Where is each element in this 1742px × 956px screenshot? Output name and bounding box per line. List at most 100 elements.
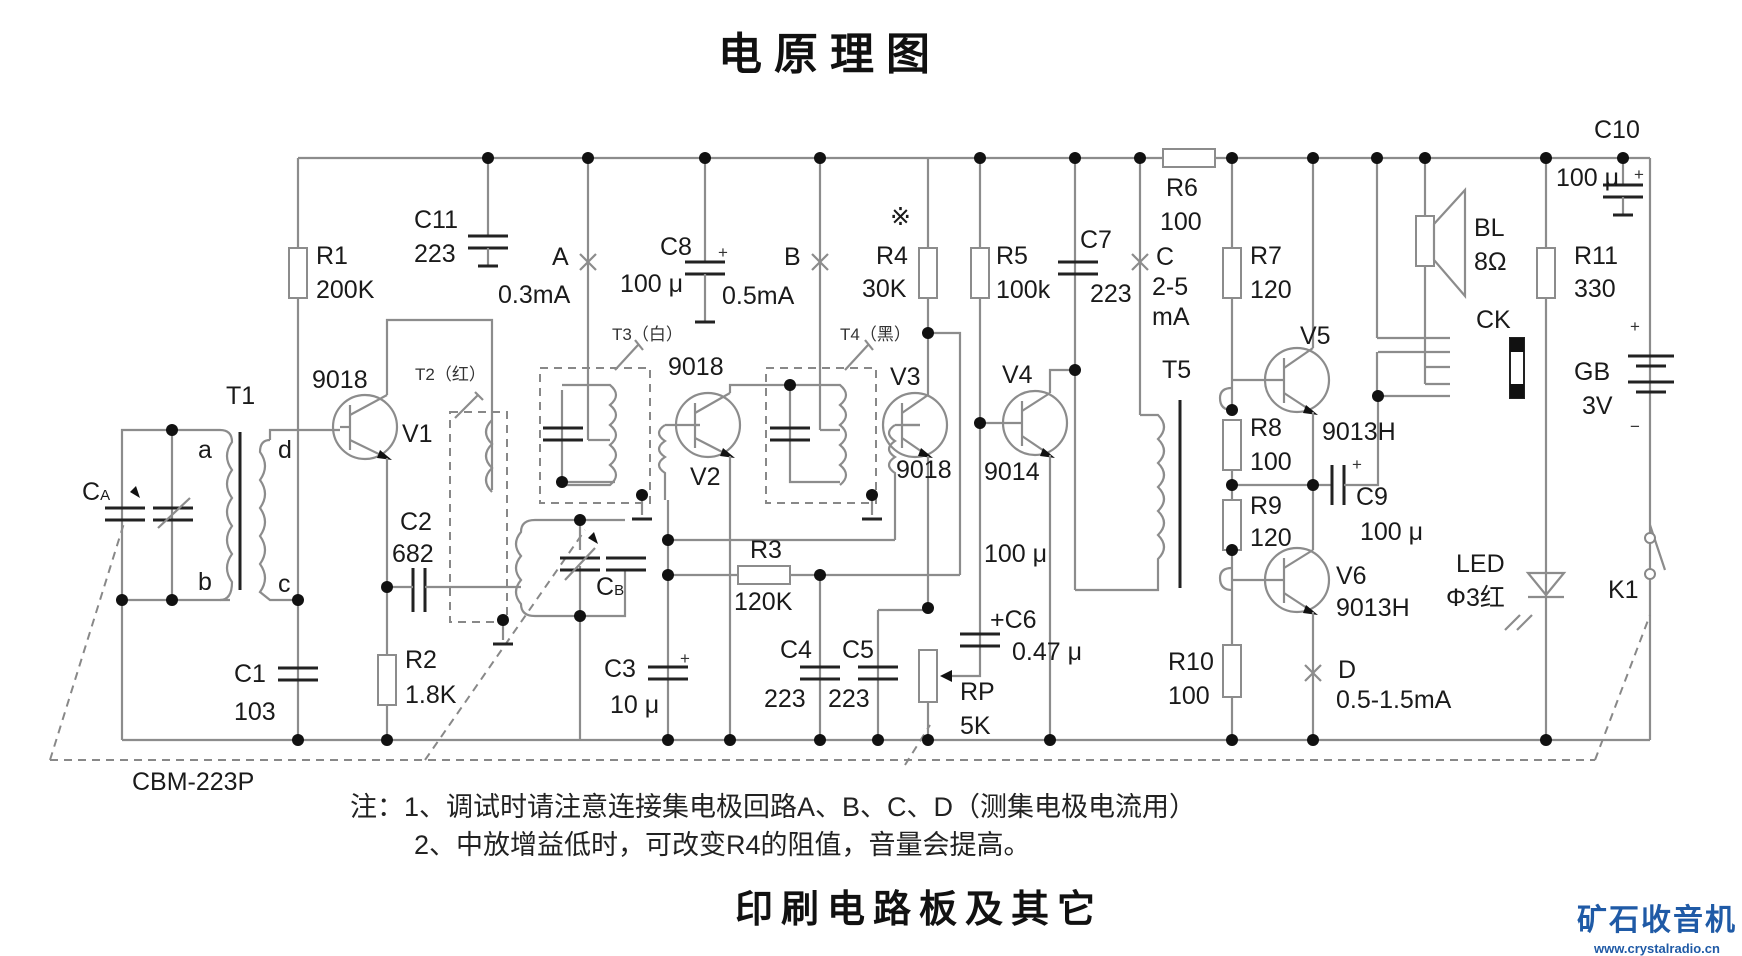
junction-dot: [974, 152, 986, 164]
v3-type: 9018: [896, 456, 952, 484]
notes: 注：1、调试时请注意连接集电极回路A、B、C、D（测集电极电流用） 2、中放增益…: [350, 788, 1196, 864]
junction-dot: [1069, 364, 1081, 376]
cb-label: CB: [596, 573, 624, 601]
r6-ref: R6: [1166, 174, 1198, 202]
c7-value: 223: [1090, 280, 1132, 308]
junction-dot: [1226, 152, 1238, 164]
resistor-r6: [1162, 148, 1216, 168]
r2-ref: R2: [405, 646, 437, 674]
r8-value: 100: [1250, 448, 1292, 476]
t1-tap-c: c: [278, 570, 291, 598]
if-stage-2: [765, 158, 920, 540]
test-point-a-label: A: [552, 243, 569, 271]
junction-dot: [1069, 152, 1081, 164]
gb-plus: +: [1630, 317, 1640, 336]
c3-plus: +: [680, 649, 690, 668]
c7-ref: C7: [1080, 226, 1112, 254]
c10-ref: C10: [1594, 116, 1640, 144]
transistor-v3: [878, 158, 982, 740]
bl-ref: BL: [1474, 214, 1505, 242]
c2-ref: C2: [400, 508, 432, 536]
v4-ref: V4: [1002, 361, 1033, 389]
junction-dot: [166, 424, 178, 436]
c1-value: 103: [234, 698, 276, 726]
transistor-v4: [960, 158, 1075, 740]
transistor-v2: [674, 383, 790, 740]
gb-value: 3V: [1582, 392, 1613, 420]
c10-value: 100 μ: [1556, 164, 1619, 192]
junction-dot: [1540, 152, 1552, 164]
r6-value: 100: [1160, 208, 1202, 236]
v6-ref: V6: [1336, 562, 1367, 590]
junction-dot: [866, 489, 878, 501]
pcb-section-title: 印刷电路板及其它: [735, 886, 1104, 931]
r5-value: 100k: [996, 276, 1051, 304]
junction-dot: [662, 734, 674, 746]
junction-dot: [662, 534, 674, 546]
junction-dot: [784, 379, 796, 391]
junction-dot: [574, 610, 586, 622]
junction-dot: [1226, 479, 1238, 491]
t5-label: T5: [1162, 356, 1191, 384]
junction-dot: [1419, 152, 1431, 164]
ck-label: CK: [1476, 306, 1511, 334]
test-point-a-current: 0.3mA: [498, 281, 571, 309]
junction-dot: [497, 614, 509, 626]
junction-dot: [699, 152, 711, 164]
r2-value: 1.8K: [405, 681, 457, 709]
capacitor-c11: [468, 158, 508, 268]
junction-dot: [814, 734, 826, 746]
c6-ref: +C6: [990, 606, 1037, 634]
v1-type: 9018: [312, 366, 368, 394]
v2-type: 9018: [668, 353, 724, 381]
led-ref: LED: [1456, 550, 1505, 578]
r1-c1-branch: [278, 158, 318, 740]
gb-ref: GB: [1574, 358, 1610, 386]
v2-ref: V2: [690, 463, 721, 491]
junction-dot: [1226, 404, 1238, 416]
logo-url[interactable]: www.crystalradio.cn: [1594, 941, 1720, 956]
v4-type: 9014: [984, 458, 1040, 486]
site-logo[interactable]: 矿石收音机 www.crystalradio.cn: [1577, 895, 1737, 956]
r1-ref: R1: [316, 242, 348, 270]
junction-dot: [292, 734, 304, 746]
c8-ref: C8: [660, 233, 692, 261]
c3-ref: C3: [604, 655, 636, 683]
junction-dot: [1307, 734, 1319, 746]
push-pull-output: [1222, 158, 1380, 740]
r4-value: 30K: [862, 275, 907, 303]
junction-dot: [1307, 479, 1319, 491]
junction-dot: [922, 734, 934, 746]
t1-label: T1: [226, 382, 255, 410]
r11-ref: R11: [1574, 242, 1618, 270]
test-point-b-label: B: [784, 243, 801, 271]
driver-transformer-t5: [1058, 158, 1233, 592]
gb-minus: −: [1630, 417, 1640, 436]
v5-ref: V5: [1300, 322, 1331, 350]
junction-dot: [814, 152, 826, 164]
t1-tap-d: d: [278, 436, 292, 464]
junction-dot: [1372, 390, 1384, 402]
c2-value: 682: [392, 540, 434, 568]
junction-dot: [1134, 152, 1146, 164]
c5-ref: C5: [842, 636, 874, 664]
junction-dot: [636, 489, 648, 501]
rp-value: 5K: [960, 712, 991, 740]
c8-plus: +: [718, 243, 728, 262]
junction-dot: [1044, 734, 1056, 746]
junction-dot: [1307, 152, 1319, 164]
cbm-label: CBM-223P: [132, 768, 254, 796]
ca-label: CA: [82, 478, 110, 506]
note-2: 2、中放增益低时，可改变R4的阻值，音量会提高。: [414, 830, 1031, 860]
junction-dot: [574, 514, 586, 526]
junction-dot: [922, 327, 934, 339]
r9-value: 120: [1250, 524, 1292, 552]
r7-ref: R7: [1250, 242, 1282, 270]
test-point-d-current: 0.5-1.5mA: [1336, 686, 1452, 714]
c4-ref: C4: [780, 636, 812, 664]
schematic-title: 电原理图: [718, 29, 942, 80]
speaker-and-jack: [1375, 158, 1525, 399]
r4-ref: R4: [876, 242, 908, 270]
r7-value: 120: [1250, 276, 1292, 304]
